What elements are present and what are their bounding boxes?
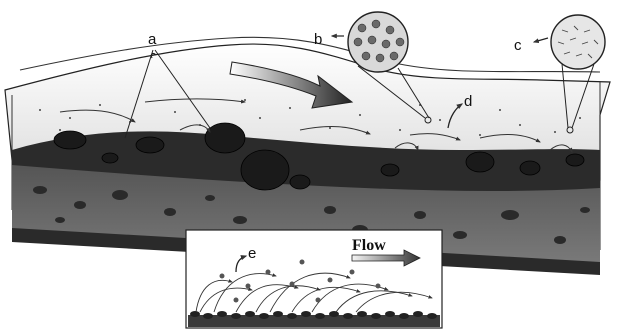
label-e: e (248, 245, 256, 262)
inset-panel: e Flow (186, 230, 442, 328)
label-c: c (514, 37, 522, 54)
flow-label: Flow (352, 237, 386, 254)
label-a: a (148, 31, 157, 48)
label-b: b (314, 31, 322, 48)
label-d: d (464, 93, 472, 110)
